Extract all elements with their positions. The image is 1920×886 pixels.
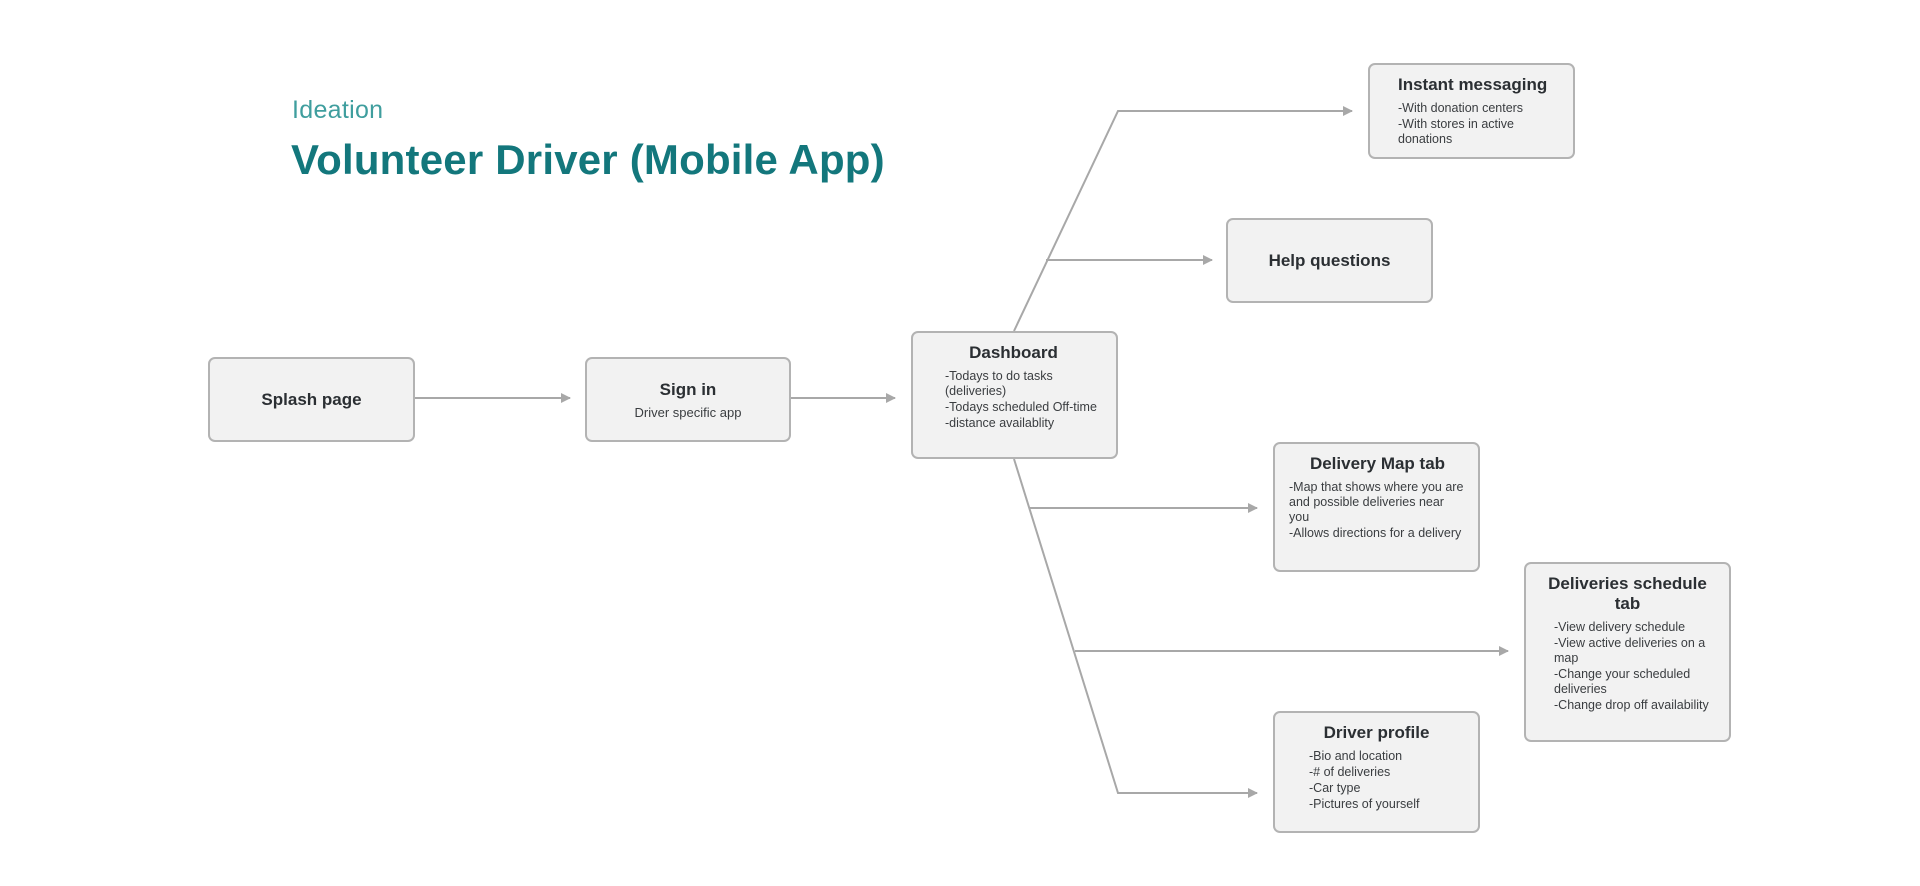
list-item: -Change your scheduled deliveries	[1554, 667, 1691, 696]
section-eyebrow: Ideation	[292, 96, 384, 124]
node-title: Delivery Map tab	[1309, 454, 1446, 473]
node-bullet-list: -Todays to do tasks (deliveries) -Todays…	[945, 369, 1104, 431]
list-item: -Todays to do tasks (deliveries)	[945, 369, 1053, 398]
node-deliveries-schedule-tab[interactable]: Deliveries schedule tab -View delivery s…	[1524, 562, 1731, 742]
node-title: Dashboard	[969, 343, 1058, 362]
node-title: Instant messaging	[1398, 75, 1548, 94]
node-title: Splash page	[261, 389, 362, 409]
list-item: -Map that shows where you are and possib…	[1289, 480, 1464, 524]
list-item: -Car type	[1309, 781, 1361, 795]
list-item: -# of deliveries	[1309, 765, 1391, 779]
node-instant-messaging[interactable]: Instant messaging -With donation centers…	[1368, 63, 1575, 159]
list-item: -Bio and location	[1309, 749, 1403, 763]
node-bullet-list: -View delivery schedule -View active del…	[1554, 620, 1717, 713]
node-delivery-map-tab[interactable]: Delivery Map tab -Map that shows where y…	[1273, 442, 1480, 572]
list-item: -Pictures of yourself	[1309, 797, 1420, 811]
connector-dashboard-profile	[1013, 458, 1258, 798]
page-title: Volunteer Driver (Mobile App)	[291, 136, 885, 183]
list-item: -Allows directions for a delivery	[1289, 526, 1462, 540]
node-bullet-list: -With donation centers -With stores in a…	[1398, 101, 1561, 147]
node-bullet-list: -Map that shows where you are and possib…	[1289, 480, 1466, 541]
node-help-questions[interactable]: Help questions	[1226, 218, 1433, 303]
connector-dashboard-messaging	[1013, 106, 1353, 332]
list-item: -Change drop off availability	[1554, 698, 1709, 712]
list-item: -distance availablity	[945, 416, 1055, 430]
node-sign-in[interactable]: Sign in Driver specific app	[585, 357, 791, 442]
list-item: -View delivery schedule	[1554, 620, 1686, 634]
node-title: Driver profile	[1323, 723, 1430, 742]
node-title: Deliveries schedule tab	[1548, 574, 1707, 613]
list-item: -View active deliveries on a map	[1554, 636, 1706, 665]
node-subtitle: Driver specific app	[634, 404, 742, 420]
node-driver-profile[interactable]: Driver profile -Bio and location -# of d…	[1273, 711, 1480, 833]
list-item: -With stores in active donations	[1398, 117, 1515, 146]
node-splash-page[interactable]: Splash page	[208, 357, 415, 442]
node-title: Sign in	[659, 379, 717, 399]
node-bullet-list: -Bio and location -# of deliveries -Car …	[1309, 749, 1466, 812]
node-dashboard[interactable]: Dashboard -Todays to do tasks (deliverie…	[911, 331, 1118, 459]
list-item: -With donation centers	[1398, 101, 1524, 115]
node-title: Help questions	[1268, 250, 1391, 270]
list-item: -Todays scheduled Off-time	[945, 400, 1097, 414]
